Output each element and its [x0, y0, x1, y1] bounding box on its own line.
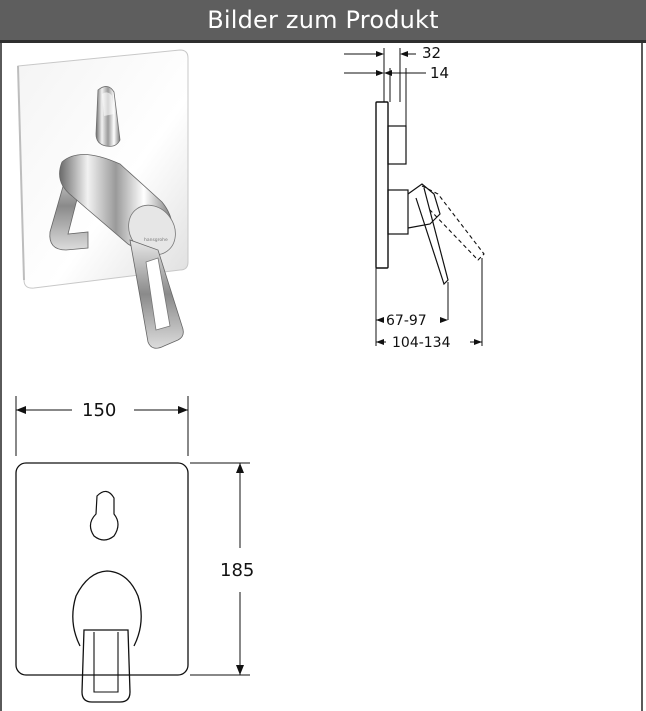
dim-185-label: 185 — [220, 560, 254, 581]
dim-150-label: 150 — [82, 400, 116, 421]
section-header: Bilder zum Produkt — [0, 0, 646, 40]
product-photo: hansgrohe — [17, 49, 189, 349]
side-view-drawing: 32 14 67-97 104-134 — [344, 44, 485, 351]
header-divider — [0, 40, 646, 43]
dim-67-97-label: 67-97 — [386, 313, 427, 329]
dim-104-134-label: 104-134 — [392, 335, 451, 351]
brand-mark-text: hansgrohe — [144, 237, 168, 243]
front-view-drawing: 150 185 — [15, 396, 254, 703]
dim-32-label: 32 — [422, 44, 441, 62]
dim-14-label: 14 — [430, 64, 449, 82]
section-title: Bilder zum Produkt — [207, 6, 439, 34]
